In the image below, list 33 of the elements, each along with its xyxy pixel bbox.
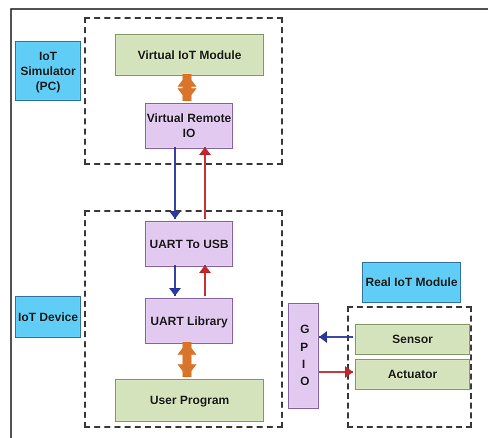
block-label: User Program xyxy=(150,393,230,408)
double-arrow xyxy=(177,74,197,101)
dashed-group-frame xyxy=(84,17,283,165)
block-box xyxy=(115,34,264,76)
arrow xyxy=(169,147,181,219)
block-box xyxy=(145,103,233,149)
arrow xyxy=(169,265,181,296)
block-box xyxy=(355,324,470,355)
block-label: UART Library xyxy=(150,314,228,328)
block-label: GPIO xyxy=(300,321,307,390)
block-label: IoT Simulator (PC) xyxy=(19,48,77,94)
block-box xyxy=(15,41,81,101)
block-box xyxy=(355,359,470,390)
double-arrow xyxy=(177,342,197,377)
dashed-group-frame xyxy=(347,306,472,428)
arrow xyxy=(199,147,211,219)
block-box xyxy=(15,296,81,338)
block-label: Virtual IoT Module xyxy=(138,48,242,62)
block-label: Actuator xyxy=(388,367,438,382)
arrow xyxy=(319,331,353,343)
arrow xyxy=(319,366,353,378)
arrow xyxy=(199,265,211,296)
block-label: Real IoT Module xyxy=(365,275,458,290)
block-label: Sensor xyxy=(392,332,433,347)
block-box xyxy=(115,379,264,422)
block-box xyxy=(145,221,233,267)
block-label: UART To USB xyxy=(149,236,229,252)
dashed-group-frame xyxy=(84,210,283,428)
block-box xyxy=(362,262,461,303)
block-label: IoT Device xyxy=(18,310,78,324)
block-label: Virtual Remote IO xyxy=(146,111,232,141)
block-box xyxy=(288,303,319,409)
block-box xyxy=(145,298,233,344)
